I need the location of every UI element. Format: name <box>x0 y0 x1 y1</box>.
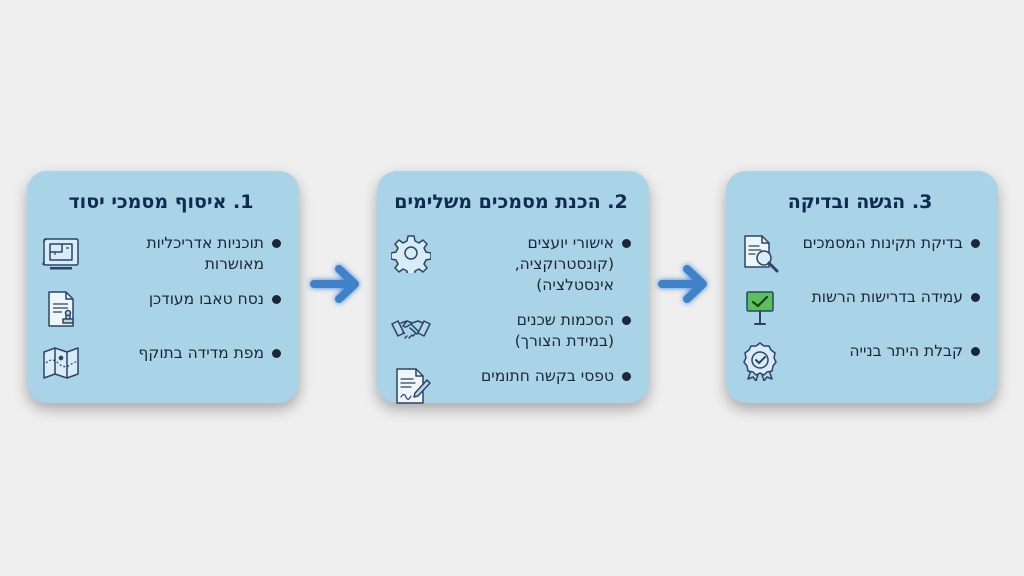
signed-form-icon <box>391 366 431 406</box>
bullet <box>622 372 631 381</box>
survey-map-icon <box>41 343 81 383</box>
badge-check-icon <box>740 341 780 381</box>
flow-arrow <box>654 259 714 309</box>
item-text-line: נסח טאבו מעודכן <box>148 290 264 308</box>
item-text-line: אישורי יועצים <box>527 234 614 252</box>
step-title-3: 3. הגשה ובדיקה <box>787 191 933 213</box>
blueprint-icon <box>41 233 81 273</box>
handshake-icon <box>391 310 431 350</box>
bullet <box>622 239 631 248</box>
bullet <box>272 239 281 248</box>
item-text-line: עמידה בדרישות הרשות <box>811 288 963 306</box>
list-item: מפת מדידה בתוקף <box>41 343 281 383</box>
flow-arrow <box>306 259 366 309</box>
item-text-line: טפסי בקשה חתומים <box>481 367 614 385</box>
step-card-3: 3. הגשה ובדיקה בדיקת תקינות המסמכים עמיד… <box>726 171 998 403</box>
list-item: עמידה בדרישות הרשות <box>740 287 980 327</box>
list-item: טפסי בקשה חתומים <box>391 366 631 406</box>
item-text-line: בדיקת תקינות המסמכים <box>802 234 963 252</box>
step-card-1: 1. איסוף מסמכי יסוד תוכניות אדריכליות מא… <box>27 171 299 403</box>
bullet <box>272 349 281 358</box>
bullet <box>971 239 980 248</box>
document-search-icon <box>740 233 780 273</box>
item-text-line: (במידת הצורך) <box>514 332 614 350</box>
bullet <box>272 295 281 304</box>
item-text-line: הסכמות שכנים <box>516 311 614 329</box>
item-text-line: תוכניות אדריכליות <box>146 234 264 252</box>
list-item: תוכניות אדריכליות מאושרות <box>41 233 281 275</box>
step-title-1: 1. איסוף מסמכי יסוד <box>68 191 254 213</box>
item-text-line: מפת מדידה בתוקף <box>138 344 264 362</box>
list-item: נסח טאבו מעודכן <box>41 289 281 329</box>
bullet <box>971 347 980 356</box>
list-item: בדיקת תקינות המסמכים <box>740 233 980 273</box>
step-card-2: 2. הכנת מסמכים משלימים אישורי יועצים (קו… <box>377 171 649 406</box>
list-item: קבלת היתר בנייה <box>740 341 980 381</box>
approval-sign-icon <box>740 287 780 327</box>
list-item: אישורי יועצים (קונסטרוקציה, אינסטלציה) <box>391 233 631 296</box>
item-text-line: מאושרות <box>204 255 264 273</box>
bullet <box>971 293 980 302</box>
gear-icon <box>391 233 431 273</box>
step-title-2: 2. הכנת מסמכים משלימים <box>394 191 628 213</box>
stamped-document-icon <box>41 289 81 329</box>
bullet <box>622 316 631 325</box>
list-item: הסכמות שכנים (במידת הצורך) <box>391 310 631 352</box>
item-text-line: (קונסטרוקציה, אינסטלציה) <box>514 255 614 294</box>
item-text-line: קבלת היתר בנייה <box>849 342 963 360</box>
